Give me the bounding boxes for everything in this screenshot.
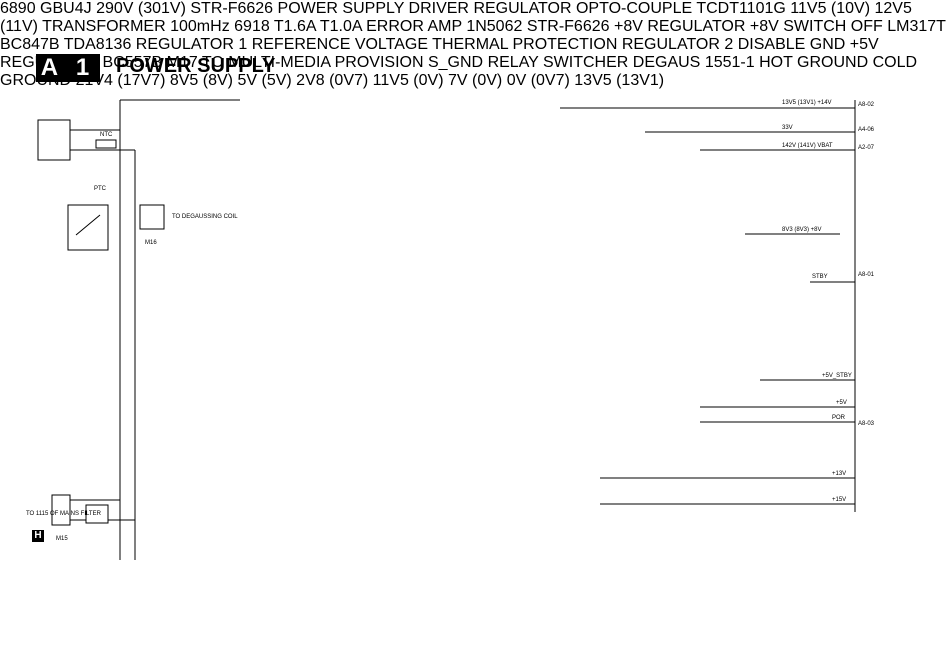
reg8v-label: +8V REGULATOR xyxy=(613,18,746,35)
error-amp-label: ERROR AMP xyxy=(366,18,462,35)
rail-labels: 13V5 (13V1) +14V A8-02 33V A4-06 142V (1… xyxy=(782,100,875,503)
connector-label: A2-07 xyxy=(858,145,875,151)
switch8v-label: +8V SWITCH OFF xyxy=(749,18,883,35)
degaus-label: DEGAUS xyxy=(632,54,701,71)
voltage-label: (0V7) xyxy=(329,72,369,89)
s-gnd-label: S_GND xyxy=(427,54,484,71)
m17-label: M17 xyxy=(166,54,198,71)
part-value: GBU4J xyxy=(40,0,92,17)
opto-label: REGULATOR OPTO-COUPLE xyxy=(473,0,693,17)
rail-label: STBY xyxy=(812,274,828,280)
opto-ref: TCDT1101G xyxy=(696,0,786,17)
page-title: POWER SUPPLY xyxy=(116,55,276,77)
m16-label: M16 xyxy=(145,240,157,246)
hot-ground-label: HOT GROUND xyxy=(759,54,869,71)
reference-label: REFERENCE VOLTAGE xyxy=(251,36,429,53)
voltage-label: 2V8 xyxy=(296,72,325,89)
section-badge: A 1 xyxy=(36,54,100,82)
rail-label: 33V xyxy=(782,125,793,131)
rail-label: 8V3 (8V3) +8V xyxy=(782,227,822,233)
rail-label: +5V_STBY xyxy=(822,373,852,379)
tda-labels: TDA8136 REGULATOR 1 REFERENCE VOLTAGE TH… xyxy=(0,36,879,71)
part-value: STR-F6626 xyxy=(526,18,610,35)
part-ref: 6890 xyxy=(0,0,36,17)
thermal-label: THERMAL PROTECTION xyxy=(432,36,618,53)
ptc-label: PTC xyxy=(94,186,107,192)
connector-label: A4-06 xyxy=(858,127,875,133)
output-rails xyxy=(560,100,856,512)
voltage-label: 0V (0V7) xyxy=(506,72,570,89)
part-value: 1N5062 xyxy=(466,18,523,35)
reg1-label: REGULATOR 1 xyxy=(135,36,248,53)
connector-label: A8-03 xyxy=(858,421,875,427)
relay-label: RELAY SWITCHER xyxy=(487,54,629,71)
mains-input xyxy=(37,99,240,560)
voltage-label: 290V (301V) xyxy=(96,0,186,17)
voltage-label: (5V) xyxy=(261,72,292,89)
tda-label: TDA8136 xyxy=(63,36,132,53)
rail-label: 142V (141V) VBAT xyxy=(782,143,833,149)
degauss-label: TO DEGAUSSING COIL xyxy=(172,214,238,220)
reg2-label: REGULATOR 2 xyxy=(621,36,734,53)
voltage-label: 5V xyxy=(237,72,258,89)
fuse-label: T1.6A xyxy=(273,18,316,35)
multimedia-label: TO MULTI-MEDIA PROVISION xyxy=(201,54,424,71)
res-label: 100mHz xyxy=(170,18,230,35)
voltage-label: 11V5 (0V) xyxy=(372,72,444,89)
voltage-label: 8V5 (8V) xyxy=(169,72,233,89)
voltage-label: 13V5 (13V1) xyxy=(574,72,665,89)
rail-label: +5V xyxy=(836,400,847,406)
voltage-label: 12V5 (11V) xyxy=(0,0,912,35)
ntc-label: NTC xyxy=(100,132,113,138)
section-h-badge: H xyxy=(32,530,44,542)
driver-label: POWER SUPPLY DRIVER xyxy=(277,0,469,17)
mains-filter-label: TO 1115 OF MAINS FILTER xyxy=(26,511,102,517)
rail-label: POR xyxy=(832,415,846,421)
rail-label: 13V5 (13V1) +14V xyxy=(782,100,832,106)
rail-label: +15V xyxy=(832,497,846,503)
part-value: BC557B xyxy=(102,54,163,71)
connector-label: A8-01 xyxy=(858,272,875,278)
rail-label: +13V xyxy=(832,471,846,477)
gnd-label: GND xyxy=(809,36,846,53)
fuse-label: T1.0A xyxy=(319,18,362,35)
connector-label: A8-02 xyxy=(858,102,875,108)
transformer-label: TRANSFORMER xyxy=(42,18,166,35)
mains-labels: NTC PTC TO DEGAUSSING COIL M16 TO 1115 O… xyxy=(26,132,238,542)
voltage-annotations: 21V4 (17V7) 8V5 (8V) 5V (5V) 2V8 (0V7) 1… xyxy=(76,72,665,89)
voltage-label: 7V (0V) xyxy=(447,72,503,89)
m15-label: M15 xyxy=(56,536,68,542)
driver-ic-label: STR-F6626 xyxy=(190,0,274,17)
part-value: BC847B xyxy=(0,36,60,53)
voltage-label: 11V5 (10V) xyxy=(790,0,871,17)
relay-ref: 1551-1 xyxy=(704,54,755,71)
part-value: LM317T xyxy=(887,18,946,35)
part-ref: 6918 xyxy=(234,18,270,35)
disable-label: DISABLE xyxy=(737,36,806,53)
